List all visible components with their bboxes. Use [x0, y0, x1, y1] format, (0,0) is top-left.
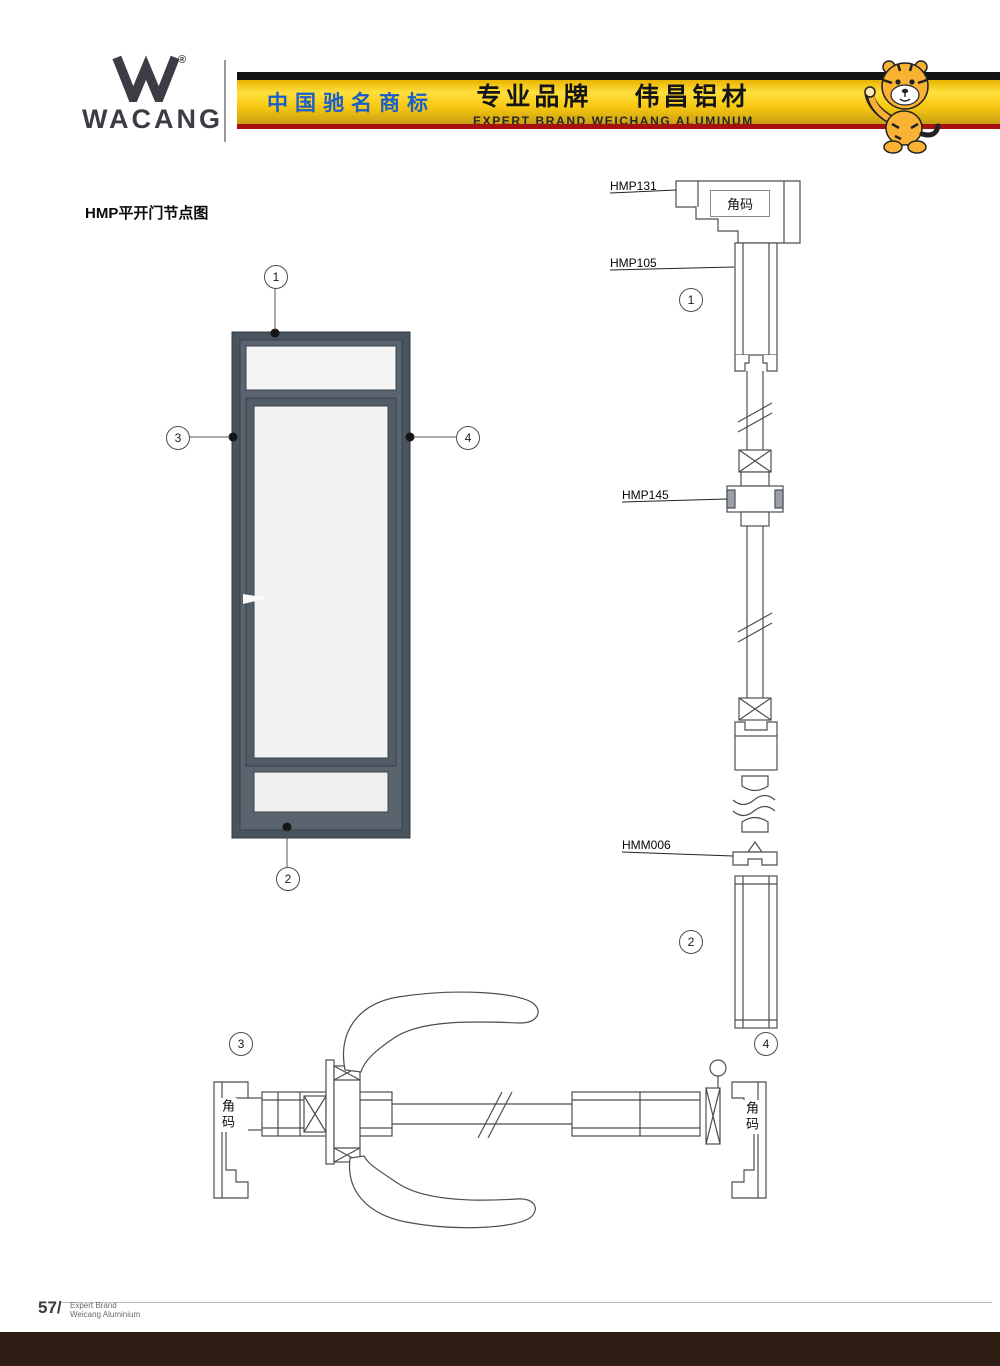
- page-number: 57/: [38, 1298, 62, 1317]
- horizontal-section-drawing: [213, 991, 767, 1229]
- door-main-glass: [253, 405, 389, 759]
- wacang-w-logo-icon: [110, 54, 182, 112]
- label-hmp131: HMP131: [610, 179, 657, 193]
- header-divider: [224, 60, 226, 142]
- label-leader-lines: [609, 189, 735, 857]
- door-transom-glass: [245, 345, 397, 391]
- door-handle: [243, 594, 268, 604]
- callout-2-section: 2: [679, 930, 703, 954]
- hinge-detail: [705, 1059, 727, 1145]
- brand-name: WACANG: [82, 104, 223, 134]
- break-symbol: [732, 775, 776, 833]
- seal-block-lower: [738, 697, 772, 721]
- slogan-expert-brand-cn: 专业品牌: [476, 82, 593, 111]
- page-title: HMP平开门节点图: [85, 205, 209, 222]
- corner-code-label-left: 角码: [218, 1098, 237, 1132]
- footer-rule: [62, 1302, 992, 1303]
- door-elevation-drawing: [188, 287, 456, 867]
- bottom-lever-handle: [348, 1155, 536, 1229]
- footer-bar: [0, 1332, 1000, 1366]
- header-banner: 中国驰名商标 专业品牌 伟昌铝材 EXPERT BRAND WEICHANG A…: [237, 60, 1000, 154]
- vertical-section-drawing: [609, 180, 801, 1029]
- bottom-frame-profile: [734, 875, 778, 1029]
- label-hmp145: HMP145: [622, 488, 669, 502]
- glass-section-upper: [737, 371, 773, 450]
- callout-anchor-dots: [228, 328, 415, 832]
- glass-plan: [392, 1091, 572, 1139]
- banner-red-line: [237, 124, 1000, 129]
- seal-block-upper: [738, 449, 772, 473]
- slogan-weichang-aluminum-cn: 伟昌铝材: [634, 82, 751, 111]
- hmm006-profile: [732, 840, 778, 866]
- footer-brand-text: Expert Brand Weicang Aluminium: [70, 1301, 140, 1319]
- callout-3-elevation: 3: [166, 426, 190, 450]
- callout-4-section: 4: [754, 1032, 778, 1056]
- glass-section-lower: [737, 526, 773, 698]
- banner-top-bar: [237, 72, 1000, 80]
- tiger-mascot-icon: [862, 54, 942, 156]
- callout-3-section: 3: [229, 1032, 253, 1056]
- callout-leader-lines: [188, 287, 456, 867]
- footer-line2: Weicang Aluminium: [70, 1310, 141, 1319]
- china-famous-trademark-text: 中国驰名商标: [267, 92, 435, 115]
- banner-slogan-cn: 专业品牌 伟昌铝材: [476, 77, 750, 113]
- corner-code-label-right: 角码: [742, 1100, 761, 1134]
- corner-code-label-top: 角码: [710, 190, 770, 217]
- hmp105-profile: [734, 242, 778, 372]
- callout-1-section: 1: [679, 288, 703, 312]
- banner-gold-band: 中国驰名商标 专业品牌 伟昌铝材 EXPERT BRAND WEICHANG A…: [237, 80, 1000, 128]
- label-hmm006: HMM006: [622, 838, 671, 852]
- brand-logo: ® WACANG: [80, 52, 220, 142]
- right-door-stile: [571, 1091, 701, 1137]
- label-hmp105: HMP105: [610, 256, 657, 270]
- hmp145-profile: [726, 471, 784, 527]
- door-bottom-glass: [253, 771, 389, 813]
- banner-slogans: 专业品牌 伟昌铝材 EXPERT BRAND WEICHANG ALUMINUM: [473, 77, 754, 128]
- footer-line1: Expert Brand: [70, 1301, 117, 1310]
- callout-4-elevation: 4: [456, 426, 480, 450]
- top-lever-handle: [343, 991, 539, 1073]
- callout-2-elevation: 2: [276, 867, 300, 891]
- callout-1-elevation: 1: [264, 265, 288, 289]
- lock-hatch: [303, 1095, 327, 1133]
- handle-rosette: [325, 1059, 361, 1165]
- lower-connector-profile: [734, 721, 778, 771]
- registered-mark: ®: [178, 54, 187, 66]
